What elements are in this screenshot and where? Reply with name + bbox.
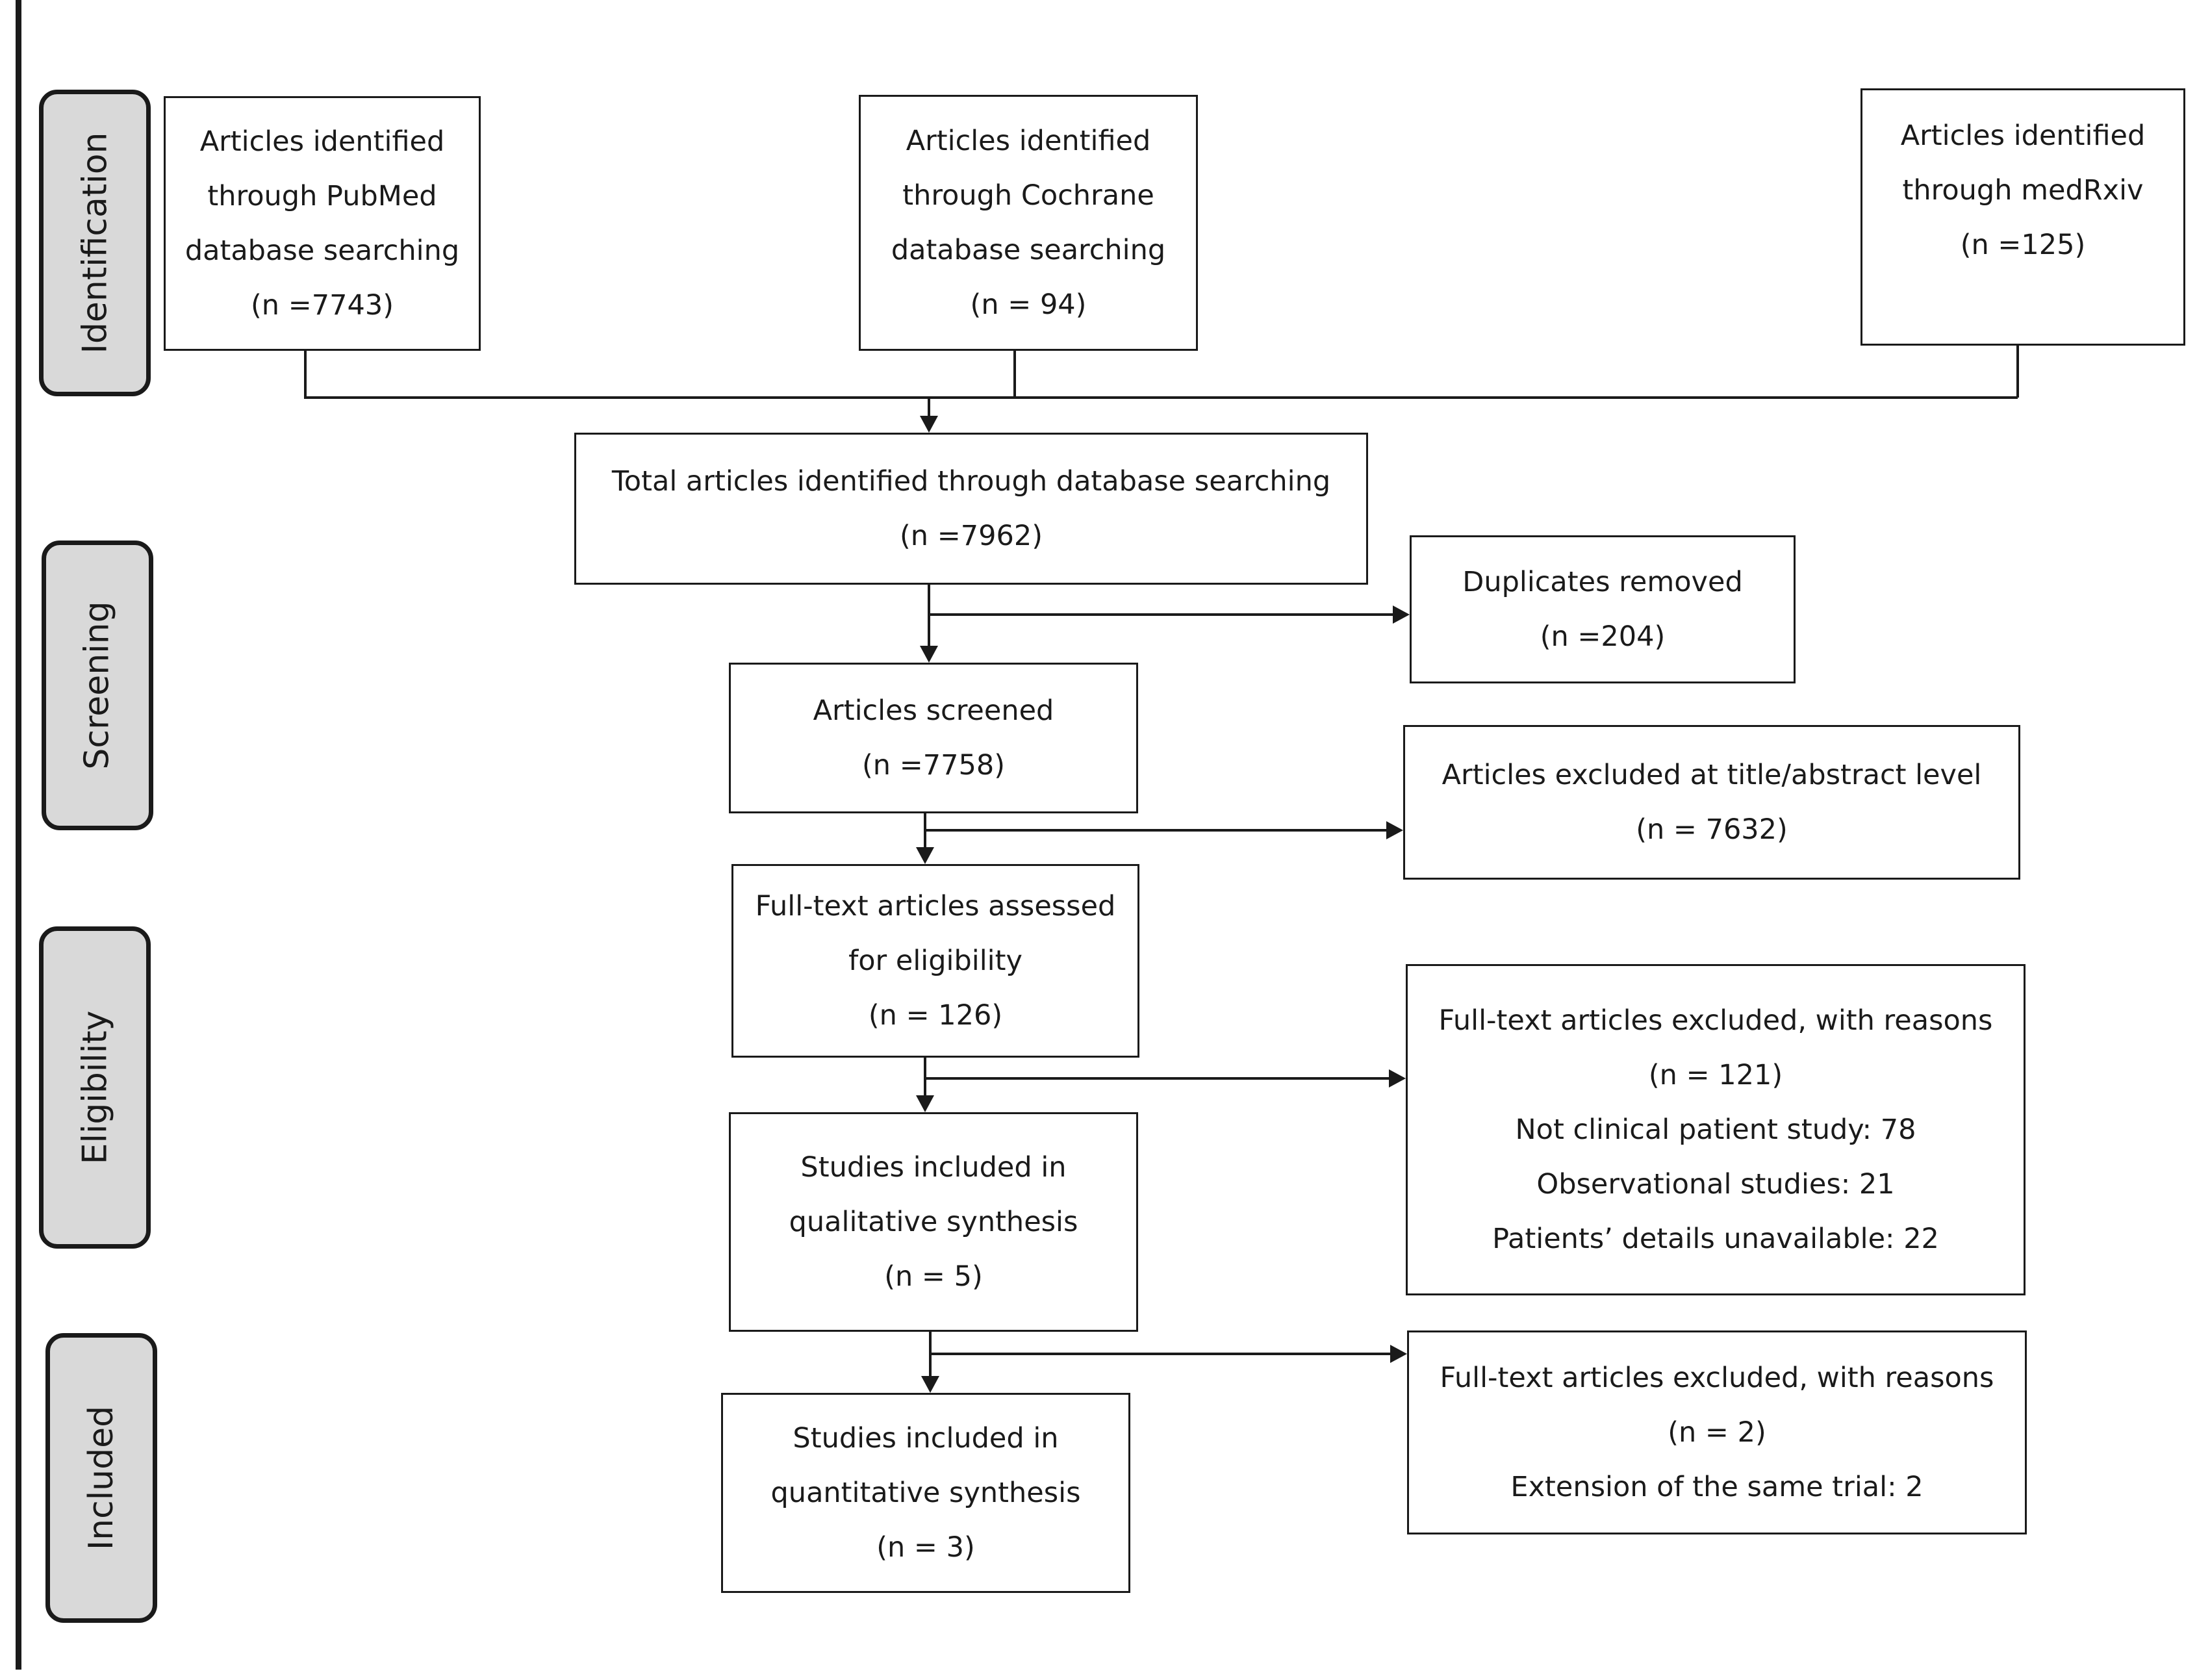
qualitative-line-1: Studies included in <box>800 1151 1067 1184</box>
cochrane-line-3: database searching <box>891 234 1166 266</box>
pubmed-line-2: through PubMed <box>207 180 437 212</box>
excluded-title-box: Articles excluded at title/abstract leve… <box>1403 725 2020 880</box>
left-border-rule <box>16 0 21 1670</box>
arrowhead-to-fulltext-assessed <box>916 847 934 864</box>
medrxiv-count: (n =125) <box>1960 229 2086 261</box>
duplicates-count: (n =204) <box>1540 620 1666 653</box>
arrowhead-to-total <box>920 416 938 433</box>
fulltext-assessed-count: (n = 126) <box>868 999 1003 1032</box>
arrowhead-to-excluded-trial <box>1390 1345 1407 1363</box>
fulltext-excluded-box: Full-text articles excluded, with reason… <box>1406 964 2026 1295</box>
reason-observational: Observational studies: 21 <box>1536 1168 1895 1201</box>
stage-identification: Identification <box>39 90 151 396</box>
excluded-trial-count: (n = 2) <box>1668 1416 1766 1449</box>
arrowhead-to-duplicates <box>1393 605 1410 624</box>
screened-box: Articles screened (n =7758) <box>729 663 1138 813</box>
qualitative-box: Studies included in qualitative synthesi… <box>729 1112 1138 1332</box>
stage-eligibility: Eligibility <box>39 926 151 1249</box>
stage-screening: Screening <box>42 541 153 830</box>
reason-not-clinical: Not clinical patient study: 78 <box>1515 1114 1916 1146</box>
reason-extension-trial: Extension of the same trial: 2 <box>1510 1471 1924 1503</box>
excluded-trial-line-1: Full-text articles excluded, with reason… <box>1440 1362 1994 1394</box>
cochrane-box: Articles identified through Cochrane dat… <box>859 95 1198 351</box>
quantitative-box: Studies included in quantitative synthes… <box>721 1393 1130 1593</box>
arrowheads <box>916 398 1410 1393</box>
arrowhead-to-fulltext-excluded <box>1389 1069 1406 1088</box>
quantitative-line-2: quantitative synthesis <box>770 1477 1081 1509</box>
fulltext-assessed-box: Full-text articles assessed for eligibil… <box>731 864 1139 1058</box>
duplicates-line-1: Duplicates removed <box>1462 566 1743 598</box>
qualitative-line-2: qualitative synthesis <box>789 1206 1078 1238</box>
pubmed-line-3: database searching <box>184 235 460 267</box>
screened-line-1: Articles screened <box>813 694 1054 727</box>
arrowhead-to-screened <box>920 646 938 663</box>
fulltext-excluded-count: (n = 121) <box>1648 1059 1783 1091</box>
quantitative-line-1: Studies included in <box>793 1422 1059 1455</box>
duplicates-box: Duplicates removed (n =204) <box>1410 535 1796 683</box>
arrowhead-to-quantitative <box>921 1376 939 1393</box>
cochrane-line-2: through Cochrane <box>902 179 1154 212</box>
pubmed-line-1: Articles identified <box>199 125 445 158</box>
medrxiv-line-2: through medRxiv <box>1902 174 2144 207</box>
connector-pubmed <box>304 351 2018 399</box>
stage-included: Included <box>45 1333 157 1623</box>
total-count: (n =7962) <box>900 520 1043 552</box>
fulltext-excluded-line-1: Full-text articles excluded, with reason… <box>1438 1004 1993 1037</box>
medrxiv-line-1: Articles identified <box>1900 120 2146 152</box>
cochrane-line-1: Articles identified <box>906 125 1151 157</box>
qualitative-count: (n = 5) <box>884 1260 983 1293</box>
fulltext-assessed-line-2: for eligibility <box>848 945 1022 977</box>
pubmed-count: (n =7743) <box>251 289 394 322</box>
screened-count: (n =7758) <box>862 749 1005 782</box>
fulltext-assessed-line-1: Full-text articles assessed <box>755 890 1116 923</box>
medrxiv-box: Articles identified through medRxiv (n =… <box>1860 88 2185 346</box>
reason-details-unavailable: Patients’ details unavailable: 22 <box>1492 1223 1939 1255</box>
pubmed-box: Articles identified through PubMed datab… <box>164 96 481 351</box>
excluded-trial-box: Full-text articles excluded, with reason… <box>1407 1330 2027 1534</box>
excluded-title-line-1: Articles excluded at title/abstract leve… <box>1441 759 1982 791</box>
quantitative-count: (n = 3) <box>876 1531 975 1564</box>
total-box: Total articles identified through databa… <box>574 433 1368 585</box>
arrowhead-to-excluded-title <box>1386 821 1403 839</box>
cochrane-count: (n = 94) <box>970 288 1087 321</box>
excluded-title-count: (n = 7632) <box>1636 813 1788 846</box>
arrowhead-to-qualitative <box>916 1095 934 1112</box>
total-line-1: Total articles identified through databa… <box>611 465 1331 498</box>
